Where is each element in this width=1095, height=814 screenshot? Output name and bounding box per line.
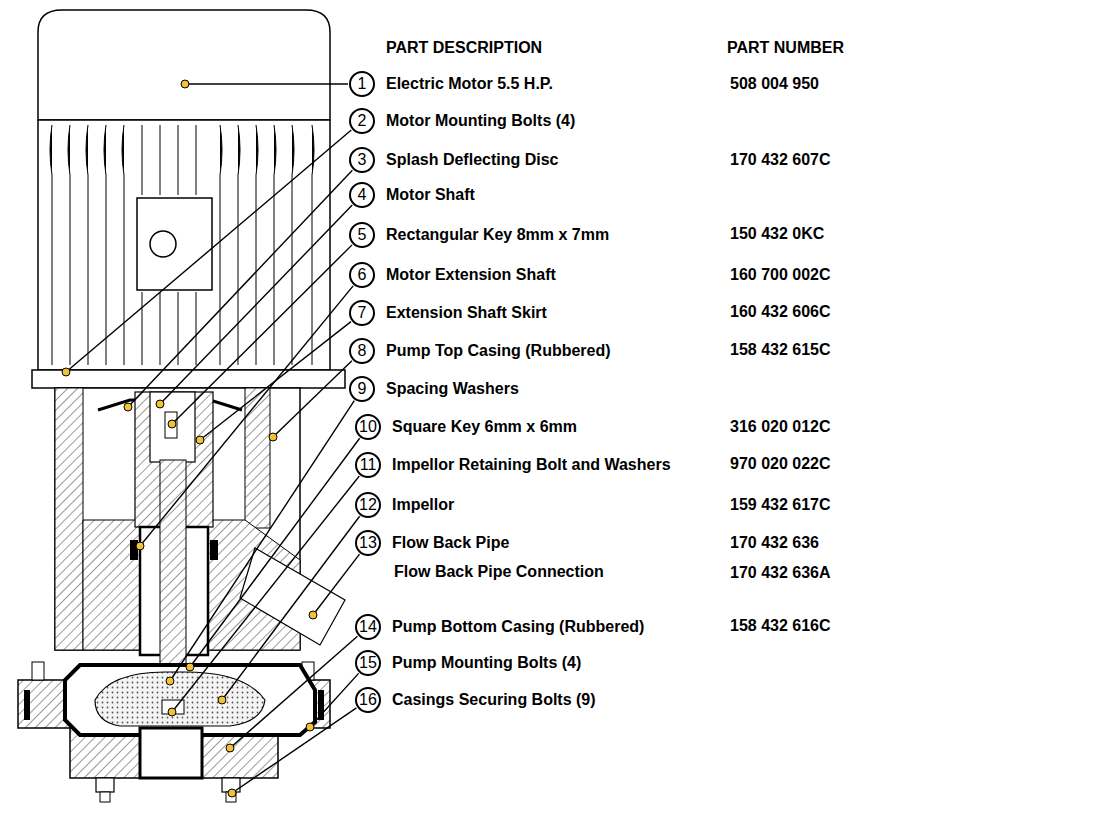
leader-dot xyxy=(309,611,317,619)
callout-number: 7 xyxy=(358,305,367,321)
leader-line xyxy=(140,286,353,546)
callout-number: 10 xyxy=(359,419,377,435)
callout-number: 4 xyxy=(358,187,367,203)
leader-line xyxy=(185,83,348,84)
callout-number: 5 xyxy=(358,227,367,243)
leader-dot xyxy=(181,80,189,88)
leader-line xyxy=(128,170,352,407)
leader-line xyxy=(232,708,356,793)
part-number: 158 432 615C xyxy=(730,341,831,359)
leader-line xyxy=(313,554,360,615)
leader-dot xyxy=(269,433,277,441)
callout-number: 8 xyxy=(358,343,367,359)
part-description: Pump Bottom Casing (Rubbered) xyxy=(392,618,644,636)
part-number: 508 004 950 xyxy=(730,75,819,93)
callout-number: 11 xyxy=(360,457,377,473)
leader-dot xyxy=(228,789,236,797)
callout-circle: 2 xyxy=(349,108,375,134)
callout-number: 15 xyxy=(359,655,377,671)
part-number: 170 432 607C xyxy=(730,151,831,169)
leader-dot xyxy=(306,723,314,731)
part-number: 170 432 636A xyxy=(730,564,831,582)
leader-dot xyxy=(62,368,70,376)
leader-dot xyxy=(196,436,204,444)
callout-number: 3 xyxy=(358,152,367,168)
callout-number: 16 xyxy=(359,692,377,708)
leader-dot xyxy=(218,696,226,704)
callout-circle: 11 xyxy=(355,452,381,478)
part-description: Electric Motor 5.5 H.P. xyxy=(386,75,553,93)
callout-circle: 14 xyxy=(355,614,381,640)
leader-line xyxy=(200,322,351,440)
callout-number: 9 xyxy=(358,381,367,397)
part-number: 159 432 617C xyxy=(730,496,831,514)
callout-circle: 12 xyxy=(355,492,381,518)
leader-dot xyxy=(156,400,164,408)
leader-line xyxy=(230,636,357,748)
leader-dot xyxy=(168,420,176,428)
part-description: Pump Top Casing (Rubbered) xyxy=(386,342,611,360)
callout-circle: 1 xyxy=(349,71,375,97)
callout-circle: 6 xyxy=(349,262,375,288)
part-description: Motor Extension Shaft xyxy=(386,266,556,284)
callout-number: 6 xyxy=(358,267,367,283)
part-description: Motor Mounting Bolts (4) xyxy=(386,112,575,130)
leader-line xyxy=(273,361,352,437)
part-description: Rectangular Key 8mm x 7mm xyxy=(386,226,609,244)
callout-number: 13 xyxy=(359,535,377,551)
part-number: 160 700 002C xyxy=(730,266,831,284)
callout-number: 2 xyxy=(358,113,367,129)
leader-line xyxy=(172,476,359,712)
part-number: 160 432 606C xyxy=(730,303,831,321)
part-description: Impellor xyxy=(392,496,454,514)
part-description: Spacing Washers xyxy=(386,380,519,398)
part-number: 170 432 636 xyxy=(730,534,819,552)
leader-dot xyxy=(124,403,132,411)
callout-number: 14 xyxy=(359,619,377,635)
leader-line xyxy=(160,205,352,404)
part-number: 970 020 022C xyxy=(730,455,831,473)
part-description: Casings Securing Bolts (9) xyxy=(392,691,596,709)
callout-circle: 10 xyxy=(355,414,381,440)
callout-circle: 8 xyxy=(349,338,375,364)
column-header: PART NUMBER xyxy=(727,39,844,57)
callout-circle: 16 xyxy=(355,687,381,713)
column-header: PART DESCRIPTION xyxy=(386,39,542,57)
leader-dot xyxy=(168,708,176,716)
part-description: Motor Shaft xyxy=(386,186,475,204)
part-number: 150 432 0KC xyxy=(730,225,824,243)
callout-number: 12 xyxy=(359,497,377,513)
leader-dot xyxy=(166,677,174,685)
leader-dot xyxy=(226,744,234,752)
leader-line xyxy=(222,516,360,700)
part-description: Impellor Retaining Bolt and Washers xyxy=(392,456,671,474)
part-description: Splash Deflecting Disc xyxy=(386,151,559,169)
callout-circle: 13 xyxy=(355,530,381,556)
part-number: 316 020 012C xyxy=(730,418,831,436)
callout-circle: 5 xyxy=(349,222,375,248)
part-description: Flow Back Pipe Connection xyxy=(394,563,604,581)
leader-dot xyxy=(136,542,144,550)
callout-number: 1 xyxy=(358,76,367,92)
leader-line xyxy=(190,438,360,667)
part-number: 158 432 616C xyxy=(730,617,831,635)
callout-circle: 4 xyxy=(349,182,375,208)
leader-dot xyxy=(186,663,194,671)
callout-circle: 9 xyxy=(349,376,375,402)
part-description: Square Key 6mm x 6mm xyxy=(392,418,577,436)
leader-line xyxy=(310,673,359,727)
part-description: Extension Shaft Skirt xyxy=(386,304,547,322)
callout-circle: 15 xyxy=(355,650,381,676)
leader-line xyxy=(170,401,354,681)
callout-circle: 3 xyxy=(349,147,375,173)
callout-circle: 7 xyxy=(349,300,375,326)
part-description: Flow Back Pipe xyxy=(392,534,509,552)
part-description: Pump Mounting Bolts (4) xyxy=(392,654,581,672)
